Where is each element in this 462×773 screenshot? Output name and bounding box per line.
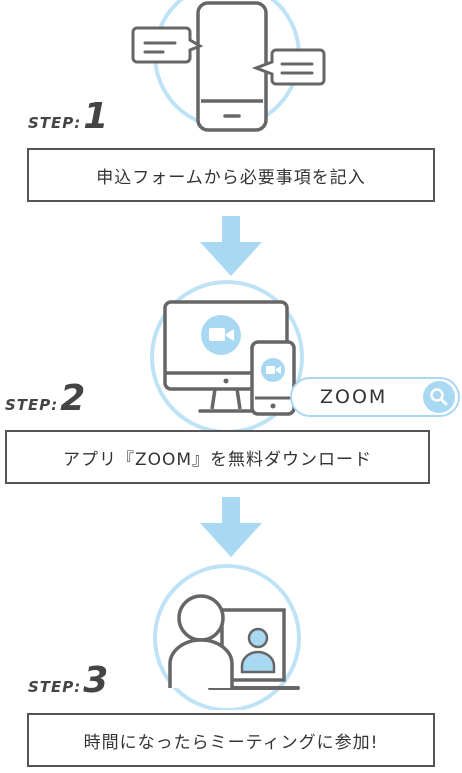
step3-word: STEP: (28, 678, 82, 696)
step1-number: 1 (83, 96, 109, 137)
zoom-search-box: ZOOM (290, 377, 460, 417)
step1-text: 申込フォームから必要事項を記入 (96, 167, 366, 188)
zoom-devices-illustration (150, 280, 304, 430)
chat-bubble-right-icon (251, 48, 326, 86)
arrow-down-icon (200, 497, 262, 557)
step2-text: アプリ『ZOOM』を無料ダウンロード (62, 449, 373, 470)
zoom-camera-small-icon (261, 358, 285, 382)
step1-box: 申込フォームから必要事項を記入 (27, 148, 435, 202)
step2-label: STEP:2 (5, 378, 85, 419)
step3-number: 3 (83, 660, 109, 701)
step1-word: STEP: (28, 114, 82, 132)
video-meeting-illustration (153, 564, 301, 710)
zoom-camera-icon (201, 315, 241, 355)
step2-word: STEP: (5, 396, 59, 414)
arrow-down-icon (200, 216, 262, 276)
step2-circle (150, 280, 304, 430)
person-icon (168, 594, 234, 688)
step2-number: 2 (60, 378, 86, 419)
search-icon (423, 381, 455, 413)
chat-bubble-left-icon (131, 26, 204, 64)
phone-chat-illustration (131, 0, 326, 132)
step3-text: 時間になったらミーティングに参加! (83, 732, 379, 753)
step3-circle (153, 564, 301, 710)
search-text: ZOOM (320, 386, 388, 408)
step3-box: 時間になったらミーティングに参加! (27, 713, 435, 767)
step3-label: STEP:3 (28, 660, 108, 701)
step1-label: STEP:1 (28, 96, 108, 137)
step2-box: アプリ『ZOOM』を無料ダウンロード (5, 430, 430, 484)
remote-participant-icon (240, 627, 276, 674)
